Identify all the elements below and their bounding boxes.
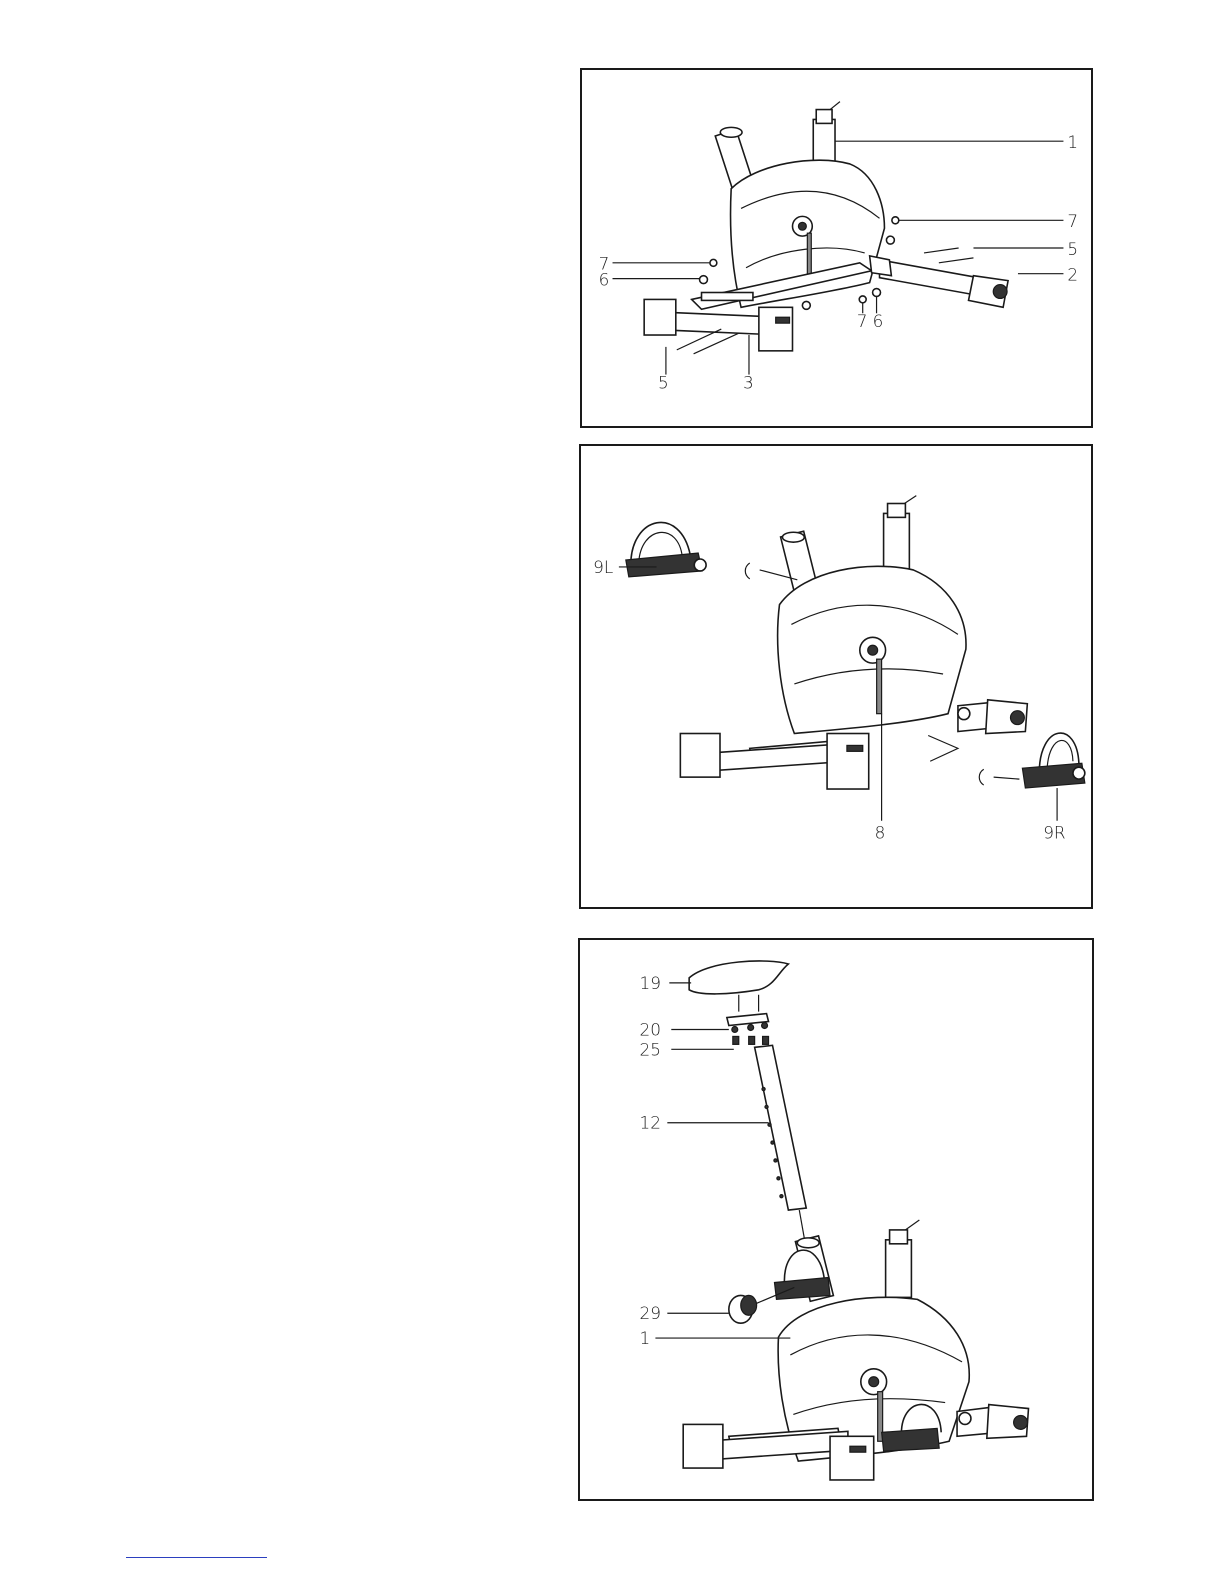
callout-12: 12 (640, 1113, 661, 1133)
seat-diagram: 19 20 25 12 29 1 (580, 940, 1092, 1499)
callout-5-bottom: 5 (658, 372, 669, 392)
pedal-icon (626, 522, 706, 576)
callout-1: 1 (1067, 132, 1078, 152)
callout-7-bottom: 7 (857, 311, 868, 331)
callout-1: 1 (640, 1328, 651, 1348)
seat-icon (689, 961, 788, 1012)
front-stabilizer-icon (870, 256, 1008, 307)
callout-2: 2 (1067, 265, 1078, 285)
stabilizer-diagram: 1 7 5 2 7 6 7 6 5 3 (582, 70, 1091, 426)
assembly-step-pedals: 9L 8 9R (579, 444, 1093, 909)
callout-5-right: 5 (1067, 239, 1078, 259)
bike-frame-icon (778, 496, 966, 734)
seat-post-icon (755, 1045, 807, 1237)
seat-bracket-icon (727, 1014, 769, 1045)
callout-3: 3 (743, 372, 754, 392)
callout-8: 8 (875, 823, 886, 843)
callout-29: 29 (640, 1303, 661, 1323)
pedal-diagram: 9L 8 9R (581, 446, 1091, 907)
callout-25: 25 (640, 1039, 661, 1059)
pedal-icon (1022, 733, 1084, 788)
callout-6-left: 6 (599, 270, 610, 290)
bike-frame-icon (692, 102, 885, 310)
assembly-step-seat: 19 20 25 12 29 1 (578, 938, 1094, 1501)
assembly-step-stabilizers: 1 7 5 2 7 6 7 6 5 3 (580, 68, 1093, 428)
callout-19: 19 (640, 973, 661, 993)
callout-20: 20 (640, 1019, 661, 1039)
callout-7-right: 7 (1067, 211, 1078, 231)
footer-rule (126, 1557, 267, 1558)
callout-9r: 9R (1043, 823, 1065, 843)
callout-6-bottom: 6 (873, 311, 884, 331)
callout-9l: 9L (593, 557, 613, 577)
